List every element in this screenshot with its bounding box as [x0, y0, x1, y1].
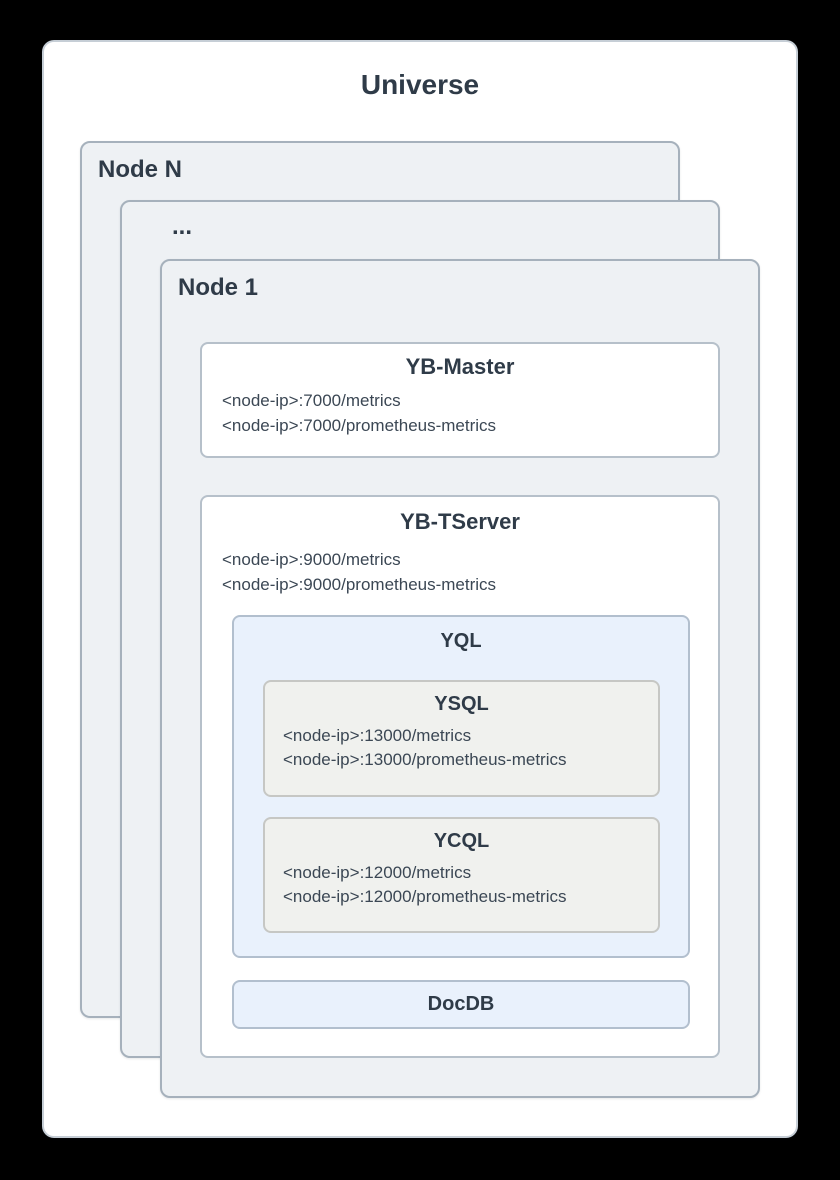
ysql-title: YSQL	[434, 693, 489, 715]
yb-master-endpoints: <node-ip>:7000/metrics <node-ip>:7000/pr…	[222, 388, 718, 438]
docdb-title: DocDB	[427, 993, 495, 1015]
node-n-label: Node N	[98, 156, 182, 183]
yql-title: YQL	[440, 630, 482, 652]
endpoint-line: <node-ip>:13000/metrics	[283, 726, 472, 745]
ycql-title: YCQL	[433, 830, 490, 852]
node-1-label: Node 1	[178, 274, 259, 301]
ysql-endpoints: <node-ip>:13000/metrics <node-ip>:13000/…	[283, 724, 658, 772]
node-ellipsis-label: ...	[172, 213, 193, 240]
yb-tserver-box: YB-TServer <node-ip>:9000/metrics <node-…	[200, 495, 720, 1058]
yb-master-box: YB-Master <node-ip>:7000/metrics <node-i…	[200, 342, 720, 458]
endpoint-line: <node-ip>:9000/metrics	[222, 550, 401, 569]
node-1-box: Node 1 YB-Master <node-ip>:7000/metrics …	[160, 259, 760, 1098]
endpoint-line: <node-ip>:12000/prometheus-metrics	[283, 887, 567, 906]
docdb-box: DocDB	[232, 980, 690, 1029]
endpoint-line: <node-ip>:9000/prometheus-metrics	[222, 575, 497, 594]
endpoint-line: <node-ip>:7000/metrics	[222, 391, 401, 410]
endpoint-line: <node-ip>:13000/prometheus-metrics	[283, 750, 567, 769]
ysql-box: YSQL <node-ip>:13000/metrics <node-ip>:1…	[263, 680, 660, 797]
yql-box: YQL YSQL <node-ip>:13000/metrics <node-i…	[232, 615, 690, 958]
universe-title: Universe	[360, 69, 480, 100]
endpoint-line: <node-ip>:7000/prometheus-metrics	[222, 416, 497, 435]
universe-box: Universe Node N ... Node 1 YB-Master <no…	[42, 40, 798, 1138]
ycql-box: YCQL <node-ip>:12000/metrics <node-ip>:1…	[263, 817, 660, 933]
yb-tserver-title: YB-TServer	[400, 509, 520, 534]
yb-master-title: YB-Master	[405, 354, 515, 379]
endpoint-line: <node-ip>:12000/metrics	[283, 863, 472, 882]
ycql-endpoints: <node-ip>:12000/metrics <node-ip>:12000/…	[283, 861, 658, 909]
yb-tserver-endpoints: <node-ip>:9000/metrics <node-ip>:9000/pr…	[222, 547, 718, 597]
